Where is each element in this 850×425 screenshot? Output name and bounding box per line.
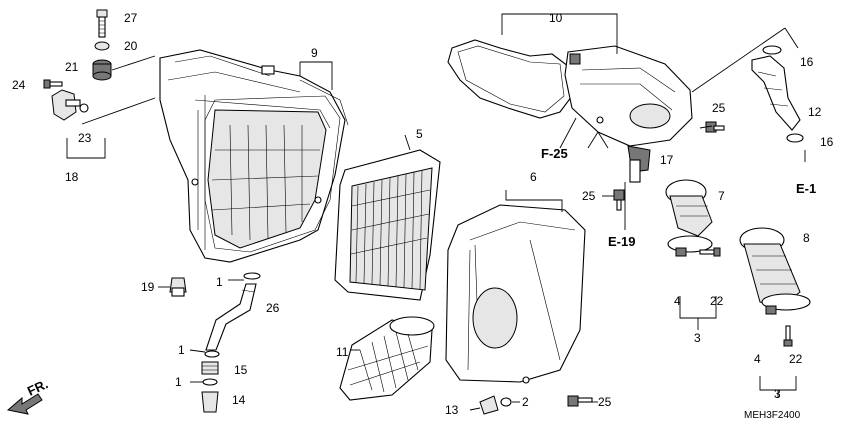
callout-1-a: 1 xyxy=(216,275,223,289)
callout-10: 10 xyxy=(549,11,563,25)
ref-f25: F-25 xyxy=(541,146,568,161)
band-4a xyxy=(667,235,713,257)
callout-20: 20 xyxy=(124,39,138,53)
band-4b xyxy=(761,293,811,315)
air-cleaner-cover-6 xyxy=(445,204,586,384)
callout-15: 15 xyxy=(234,363,248,377)
air-cleaner-case xyxy=(159,49,349,263)
callout-21: 21 xyxy=(65,60,79,74)
callout-3-b: 3 xyxy=(774,387,781,401)
callout-8: 8 xyxy=(803,231,810,245)
callout-26: 26 xyxy=(266,301,280,315)
callout-9: 9 xyxy=(311,46,318,60)
callout-23: 23 xyxy=(78,131,92,145)
breather-assembly xyxy=(51,89,89,121)
ref-e19: E-19 xyxy=(608,234,635,249)
callout-24: 24 xyxy=(12,78,26,92)
callout-1-b: 1 xyxy=(178,343,185,357)
drain-tube-26 xyxy=(205,283,257,351)
callout-14: 14 xyxy=(232,393,246,407)
funnel-11 xyxy=(339,316,435,401)
plug-13 xyxy=(479,395,499,415)
screw-22b xyxy=(783,325,793,347)
callout-13: 13 xyxy=(445,403,459,417)
plug-14 xyxy=(201,391,219,413)
sensor-17 xyxy=(627,145,651,183)
callout-25-c: 25 xyxy=(598,395,612,409)
callout-25-b: 25 xyxy=(582,189,596,203)
callout-16-b: 16 xyxy=(820,135,834,149)
clip-16b xyxy=(786,133,804,143)
callout-27: 27 xyxy=(124,11,138,25)
clip-1b xyxy=(204,350,220,358)
bolt-27 xyxy=(96,9,108,38)
fr-label: FR. xyxy=(25,376,50,398)
callout-4-a: 4 xyxy=(674,294,681,308)
callout-17: 17 xyxy=(660,153,674,167)
funnel-7 xyxy=(665,179,713,237)
joint-15 xyxy=(201,361,219,375)
callout-19: 19 xyxy=(141,280,155,294)
callout-4-b: 4 xyxy=(754,352,761,366)
callout-2: 2 xyxy=(522,395,529,409)
callout-7: 7 xyxy=(718,189,725,203)
screw-25b xyxy=(613,189,625,211)
callout-22-a: 22 xyxy=(710,294,724,308)
screw-25c xyxy=(567,395,593,407)
drain-plug-19 xyxy=(169,277,187,297)
screw-24 xyxy=(43,79,63,89)
callout-25-a: 25 xyxy=(712,101,726,115)
screw-22a xyxy=(699,247,721,257)
cover-10 xyxy=(564,45,693,147)
callout-6: 6 xyxy=(530,170,537,184)
hose-12 xyxy=(751,55,801,131)
clip-1c xyxy=(202,378,218,386)
callout-5: 5 xyxy=(416,127,423,141)
callout-22-b: 22 xyxy=(789,352,803,366)
clip-16a xyxy=(762,45,782,55)
diagram-code: MEH3F2400 xyxy=(744,410,801,421)
clip-1a xyxy=(243,272,261,280)
callout-12: 12 xyxy=(808,105,822,119)
callout-16-a: 16 xyxy=(800,55,814,69)
grommet-21 xyxy=(92,59,112,81)
ref-e1: E-1 xyxy=(796,181,816,196)
clip-2 xyxy=(500,397,512,407)
callout-11: 11 xyxy=(336,345,349,359)
washer-20 xyxy=(94,41,110,51)
callout-18: 18 xyxy=(65,170,79,184)
callout-3-a: 3 xyxy=(694,331,701,345)
gasket-10 xyxy=(447,39,573,119)
air-filter-element xyxy=(334,149,441,301)
callout-1-c: 1 xyxy=(175,375,182,389)
front-arrow-icon xyxy=(6,393,43,415)
